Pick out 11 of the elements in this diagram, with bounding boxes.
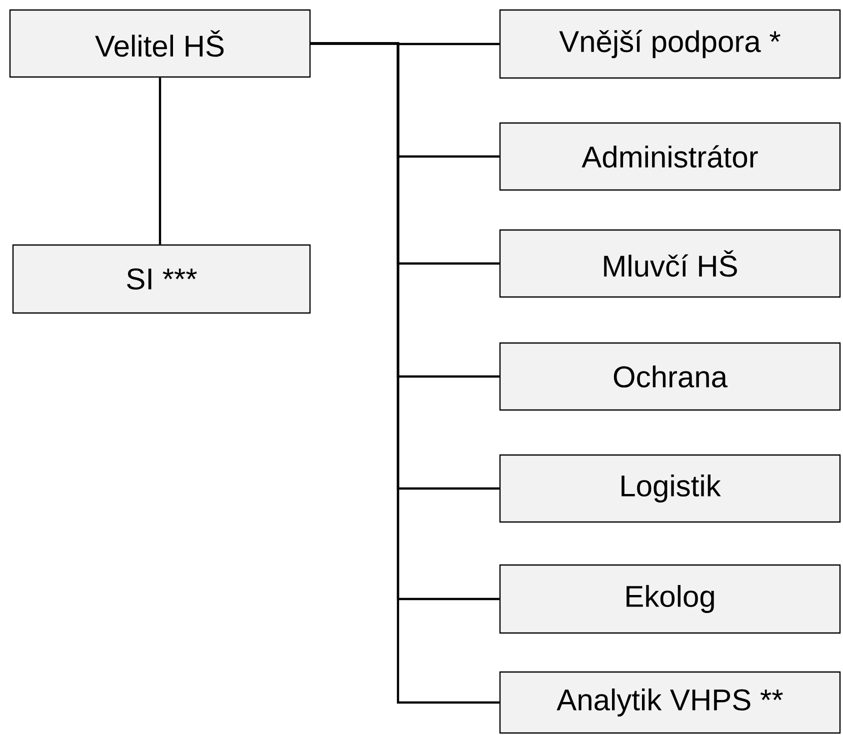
role-box: Ochrana <box>499 342 841 411</box>
role-box: Velitel HŠ <box>9 9 311 78</box>
role-box: Administrátor <box>499 122 841 191</box>
connector-line <box>158 78 162 244</box>
role-box: Analytik VHPS ** <box>499 671 841 734</box>
role-box: Vnější podpora * <box>499 9 841 79</box>
role-box: Mluvčí HŠ <box>499 229 841 298</box>
role-box: Logistik <box>499 454 841 523</box>
role-box: SI *** <box>12 244 311 314</box>
role-box: Ekolog <box>499 564 841 634</box>
connector-line <box>310 42 500 704</box>
